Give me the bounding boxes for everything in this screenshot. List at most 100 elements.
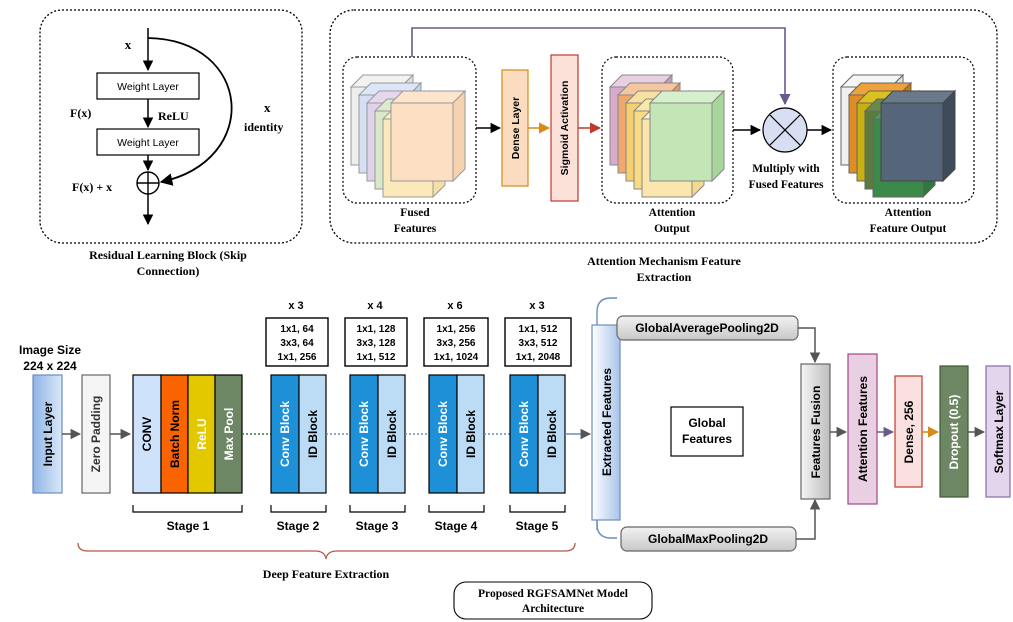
stage4-conv-block <box>428 374 458 494</box>
extracted-features-box <box>591 324 621 521</box>
attention-frame <box>329 9 998 244</box>
stage3-repeat: x 4 <box>367 300 383 312</box>
fx-label: F(x) <box>70 106 91 120</box>
attention-caption-2: Extraction <box>637 270 692 284</box>
max-pool-label: Max Pool <box>222 408 236 461</box>
stage5-repeat: x 3 <box>529 300 544 312</box>
image-size-label-1: Image Size <box>19 343 81 357</box>
link-extracted-gmp <box>596 520 617 539</box>
stage5-filter-2: 3x3, 512 <box>519 338 558 349</box>
stage5-filters-box <box>504 317 572 367</box>
attention-caption-1: Attention Mechanism Feature <box>587 254 741 268</box>
arrow-gmp-fusion <box>796 498 821 540</box>
relu-box-label: ReLU <box>195 418 209 449</box>
multiply-label-2: Fused Features <box>749 179 824 191</box>
dense-box <box>894 375 923 488</box>
sum-label: F(x) + x <box>72 180 112 194</box>
deep-feature-brace <box>77 542 576 560</box>
fused-features-cube <box>349 73 467 199</box>
stage3-label: Stage 3 <box>356 519 399 533</box>
zero-padding-label: Zero Padding <box>89 396 103 473</box>
input-layer-label: Input Layer <box>41 401 55 466</box>
features-fusion-box <box>800 363 831 500</box>
weight-layer-1-label: Weight Layer <box>117 81 179 93</box>
weight-layer-2-label: Weight Layer <box>117 137 179 149</box>
attention-panel: Fused Features Dense Layer Sigmoid Activ… <box>329 9 998 284</box>
fused-label-1: Fused <box>400 207 430 219</box>
stage4-repeat: x 6 <box>447 300 462 312</box>
gap-label: GlobalAveragePooling2D <box>635 321 779 335</box>
stage2-conv-block <box>270 374 300 494</box>
stage4-id-label: ID Block <box>464 410 478 458</box>
stage3-filter-1: 1x1, 128 <box>357 324 396 335</box>
stage2-conv-label: Conv Block <box>278 401 292 467</box>
pipeline: Image Size 224 x 224 Input Layer Zero Pa… <box>19 297 1011 620</box>
stage4-filter-3: 1x1, 1024 <box>434 352 479 363</box>
batch-norm-label: Batch Norm <box>168 400 182 468</box>
dense-layer-label: Dense Layer <box>510 97 522 159</box>
sigmoid-box <box>550 54 579 202</box>
identity-skip-arrow <box>147 37 233 186</box>
features-fusion-label: Features Fusion <box>809 386 823 479</box>
stage5-id-label: ID Block <box>545 410 559 458</box>
input-layer-box <box>32 374 63 494</box>
fused-label-2: Features <box>394 223 437 235</box>
attention-features-label: Attention Features <box>856 376 870 482</box>
stage2-label: Stage 2 <box>277 519 320 533</box>
stage5-conv-block <box>509 374 539 494</box>
sigmoid-label: Sigmoid Activation <box>559 81 571 176</box>
stage2-bracket <box>270 505 327 513</box>
stage2-filter-2: 3x3, 64 <box>280 338 314 349</box>
link-extracted-gap <box>596 297 617 325</box>
stage4-filter-1: 1x1, 256 <box>437 324 476 335</box>
residual-block: x Weight Layer Weight Layer F(x) ReLU x … <box>39 9 303 278</box>
stage3-conv-label: Conv Block <box>357 401 371 467</box>
image-size-label-2: 224 x 224 <box>23 359 77 373</box>
stage4-filters-box <box>423 317 489 367</box>
softmax-label: Softmax Layer <box>992 390 1006 473</box>
relu-box <box>187 374 216 494</box>
stage3-conv-block <box>349 374 379 494</box>
dense-label: Dense, 256 <box>902 400 916 463</box>
residual-caption-2: Connection) <box>137 264 200 278</box>
residual-caption-1: Residual Learning Block (Skip <box>89 248 247 262</box>
global-label-2: Features <box>682 432 732 446</box>
relu-label: ReLU <box>158 109 189 123</box>
featout-label-1: Attention <box>885 207 932 219</box>
attention-output-cube <box>608 73 726 199</box>
gmp-label: GlobalMaxPooling2D <box>648 532 768 546</box>
dropout-box <box>939 365 969 498</box>
model-caption-2: Architecture <box>522 603 584 615</box>
residual-input-x: x <box>125 37 132 52</box>
stage3-filter-3: 1x1, 512 <box>357 352 396 363</box>
arrow-gap-fusion <box>798 327 821 364</box>
attention-features-box <box>847 353 878 505</box>
stage2-id-label: ID Block <box>306 410 320 458</box>
stage2-repeat: x 3 <box>288 300 303 312</box>
stage3-filters-box <box>344 317 408 367</box>
residual-frame <box>39 9 303 244</box>
stage4-bracket <box>428 505 485 513</box>
stage2-id-block <box>298 374 327 494</box>
stage1-label: Stage 1 <box>167 519 210 533</box>
extracted-features-label: Extracted Features <box>600 368 614 476</box>
stage2-filter-1: 1x1, 64 <box>280 324 314 335</box>
stage2-filters-box <box>265 317 329 367</box>
batch-norm-box <box>160 374 189 494</box>
dropout-label: Dropout (0.5) <box>947 395 961 470</box>
stage5-label: Stage 5 <box>516 519 559 533</box>
attout-label-1: Attention <box>649 207 696 219</box>
stage5-id-block <box>537 374 566 494</box>
conv-box <box>132 374 162 494</box>
stage5-bracket <box>509 505 566 513</box>
weight-layer-1 <box>96 72 200 100</box>
stage5-filter-3: 1x1, 2048 <box>516 352 561 363</box>
stage1-bracket <box>132 505 243 513</box>
deep-feature-label: Deep Feature Extraction <box>263 567 390 581</box>
circle-cross-icon-2 <box>769 114 801 146</box>
stage3-filter-2: 3x3, 128 <box>357 338 396 349</box>
identity-x-label: x <box>264 100 271 115</box>
model-caption-1: Proposed RGFSAMNet Model <box>478 588 628 600</box>
stage4-label: Stage 4 <box>435 519 478 533</box>
stage4-filter-2: 3x3, 256 <box>437 338 476 349</box>
